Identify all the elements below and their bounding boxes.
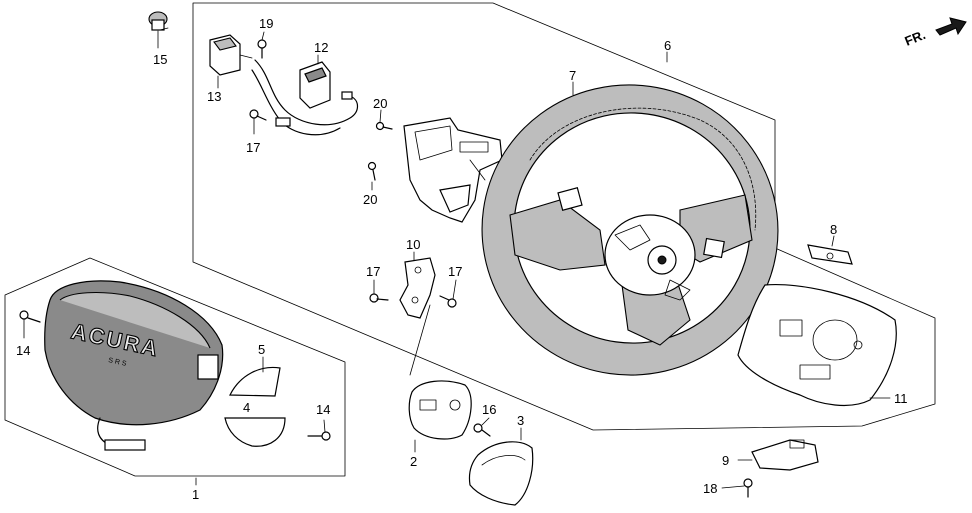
label-part-10: 10 [406, 237, 420, 252]
label-part-7: 7 [569, 68, 576, 83]
part-15-bolt [148, 11, 169, 31]
part-11-rear-cover [737, 283, 897, 406]
part-13-switch [209, 34, 253, 76]
part-8-clip [807, 244, 853, 265]
label-part-5: 5 [258, 342, 265, 357]
label-part-17-upper: 17 [246, 140, 260, 155]
airbag-assembly-outline [4, 257, 346, 477]
part-20-screw-lower [367, 161, 377, 181]
leader-8 [831, 235, 835, 247]
leader-20-upper [379, 109, 382, 123]
part-7-steering-wheel [481, 84, 779, 376]
part-19-screw [257, 39, 267, 59]
part-2-cover [408, 380, 472, 440]
label-part-20-upper: 20 [373, 96, 387, 111]
label-part-1: 1 [192, 487, 199, 502]
part-9-bracket [751, 439, 819, 471]
label-part-14-right: 14 [316, 402, 330, 417]
part-17-screw-right [439, 295, 457, 308]
leader-19 [261, 31, 265, 41]
label-part-15: 15 [153, 52, 167, 67]
part-17-screw-upper [249, 109, 267, 121]
part-20-screw-upper [375, 121, 393, 131]
part-1-airbag-module: ACURA SRS [44, 280, 224, 451]
label-part-13: 13 [207, 89, 221, 104]
label-part-11: 11 [894, 391, 908, 406]
label-part-17-left: 17 [366, 264, 380, 279]
part-16-screw [473, 423, 491, 437]
front-arrow-icon [935, 17, 967, 36]
airbag-srs-text: SRS [108, 357, 129, 368]
label-part-19: 19 [259, 16, 273, 31]
label-part-3: 3 [517, 413, 524, 428]
label-part-2: 2 [410, 454, 417, 469]
leader-16 [481, 417, 490, 426]
part-12-cruise-switch [251, 59, 359, 136]
part-14-screw-left [19, 310, 41, 323]
label-part-8: 8 [830, 222, 837, 237]
center-switch-bracket [403, 117, 503, 223]
label-part-12: 12 [314, 40, 328, 55]
steering-assembly-outline [192, 2, 936, 431]
leader-14-right [323, 419, 326, 433]
part-5-cable-reel-upper [229, 366, 281, 397]
part-10-bracket [399, 257, 436, 319]
label-part-4: 4 [243, 400, 250, 415]
front-direction-label: FR. [903, 27, 928, 49]
label-part-17-right: 17 [448, 264, 462, 279]
label-part-16: 16 [482, 402, 496, 417]
label-part-18: 18 [703, 481, 717, 496]
part-17-screw-left [369, 293, 389, 303]
part-18-screw [743, 478, 753, 498]
label-part-20-lower: 20 [363, 192, 377, 207]
front-direction-indicator: FR. [903, 17, 967, 49]
label-part-14-left: 14 [16, 343, 30, 358]
part-3-lower-cover [468, 441, 534, 506]
part-4-cable-reel-lower [224, 417, 286, 447]
leader-17-right [452, 279, 457, 300]
label-part-9: 9 [722, 453, 729, 468]
label-part-6: 6 [664, 38, 671, 53]
leader-18 [721, 485, 745, 489]
part-14-screw-right [307, 431, 331, 441]
leader-10-to-2 [409, 304, 431, 376]
